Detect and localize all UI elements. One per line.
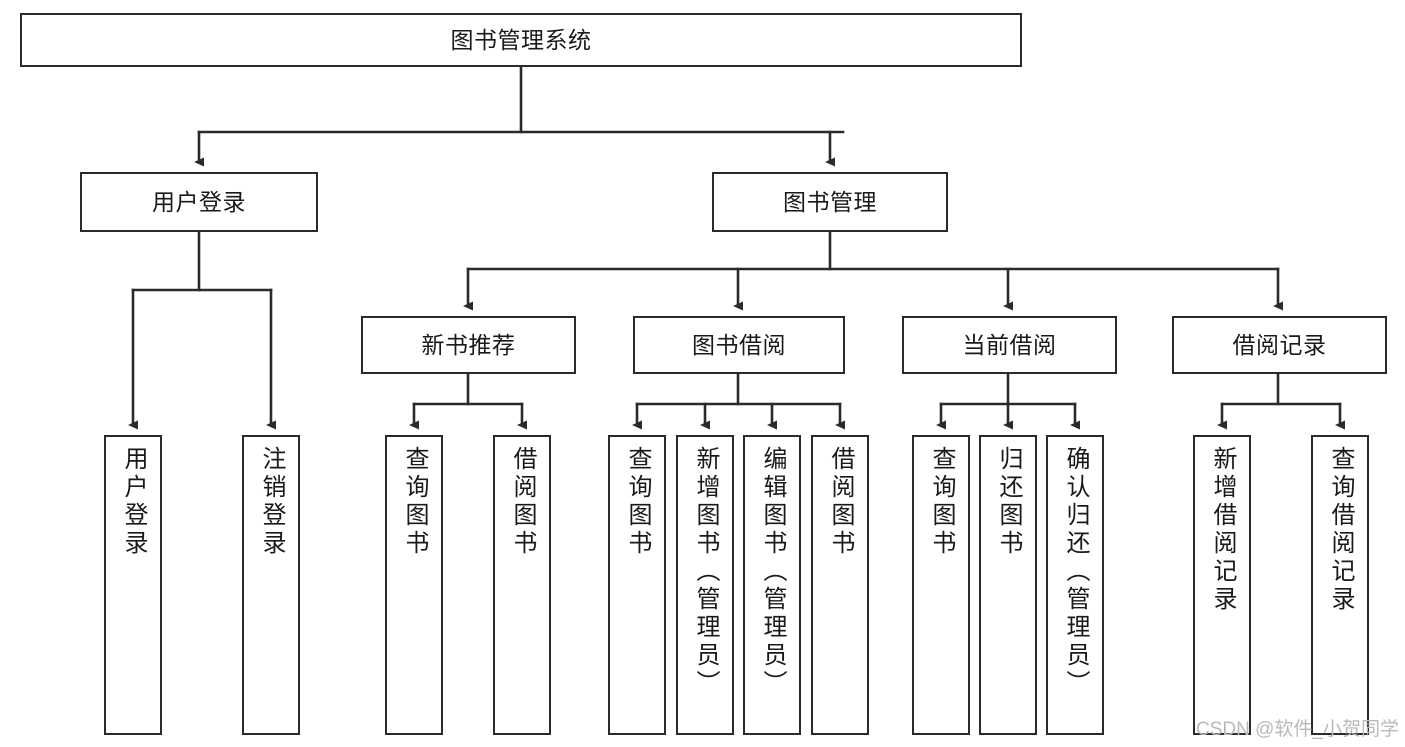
node-leaf-query-book-3-label: 查询图书 — [928, 446, 955, 558]
node-book-management-label: 图书管理 — [783, 188, 877, 215]
node-leaf-query-book-1[interactable]: 查询图书 — [385, 435, 443, 735]
node-leaf-query-book-1-label: 查询图书 — [401, 446, 428, 558]
node-leaf-borrow-book-2-label: 借阅图书 — [827, 446, 854, 558]
node-borrow-record[interactable]: 借阅记录 — [1172, 316, 1387, 374]
node-leaf-add-record-label: 新增借阅记录 — [1209, 446, 1236, 614]
node-leaf-logout[interactable]: 注销登录 — [242, 435, 300, 735]
node-leaf-logout-label: 注销登录 — [258, 446, 285, 558]
node-leaf-borrow-book-1-label: 借阅图书 — [509, 446, 536, 558]
node-book-borrow-label: 图书借阅 — [692, 331, 786, 358]
csdn-watermark: CSDN @软件_小贺同学 — [1196, 719, 1399, 740]
node-borrow-record-label: 借阅记录 — [1232, 331, 1327, 358]
node-leaf-query-book-2-label: 查询图书 — [624, 446, 651, 558]
node-leaf-query-record[interactable]: 查询借阅记录 — [1311, 435, 1369, 735]
node-current-borrow-label: 当前借阅 — [962, 331, 1057, 358]
node-leaf-confirm-return[interactable]: 确认归还（管理员） — [1046, 435, 1104, 735]
node-leaf-borrow-book-2[interactable]: 借阅图书 — [811, 435, 869, 735]
node-new-book-recommend-label: 新书推荐 — [421, 331, 516, 358]
node-user-login-label: 用户登录 — [152, 188, 246, 215]
node-leaf-edit-book-label: 编辑图书（管理员） — [759, 446, 786, 698]
node-leaf-confirm-return-label: 确认归还（管理员） — [1062, 446, 1089, 698]
node-book-management[interactable]: 图书管理 — [712, 172, 948, 232]
node-user-login[interactable]: 用户登录 — [80, 172, 318, 232]
node-leaf-add-book-label: 新增图书（管理员） — [692, 446, 719, 698]
node-leaf-edit-book[interactable]: 编辑图书（管理员） — [743, 435, 801, 735]
node-new-book-recommend[interactable]: 新书推荐 — [361, 316, 576, 374]
node-book-borrow[interactable]: 图书借阅 — [633, 316, 845, 374]
node-root[interactable]: 图书管理系统 — [20, 13, 1022, 67]
node-current-borrow[interactable]: 当前借阅 — [902, 316, 1117, 374]
node-leaf-add-book[interactable]: 新增图书（管理员） — [676, 435, 734, 735]
node-leaf-query-book-3[interactable]: 查询图书 — [912, 435, 970, 735]
node-leaf-add-record[interactable]: 新增借阅记录 — [1193, 435, 1251, 735]
node-leaf-return-book-label: 归还图书 — [995, 446, 1022, 558]
node-leaf-user-login[interactable]: 用户登录 — [104, 435, 162, 735]
node-root-label: 图书管理系统 — [450, 26, 592, 53]
node-leaf-query-record-label: 查询借阅记录 — [1327, 446, 1354, 614]
node-leaf-borrow-book-1[interactable]: 借阅图书 — [493, 435, 551, 735]
node-leaf-return-book[interactable]: 归还图书 — [979, 435, 1037, 735]
node-leaf-query-book-2[interactable]: 查询图书 — [608, 435, 666, 735]
node-leaf-user-login-label: 用户登录 — [120, 446, 147, 558]
